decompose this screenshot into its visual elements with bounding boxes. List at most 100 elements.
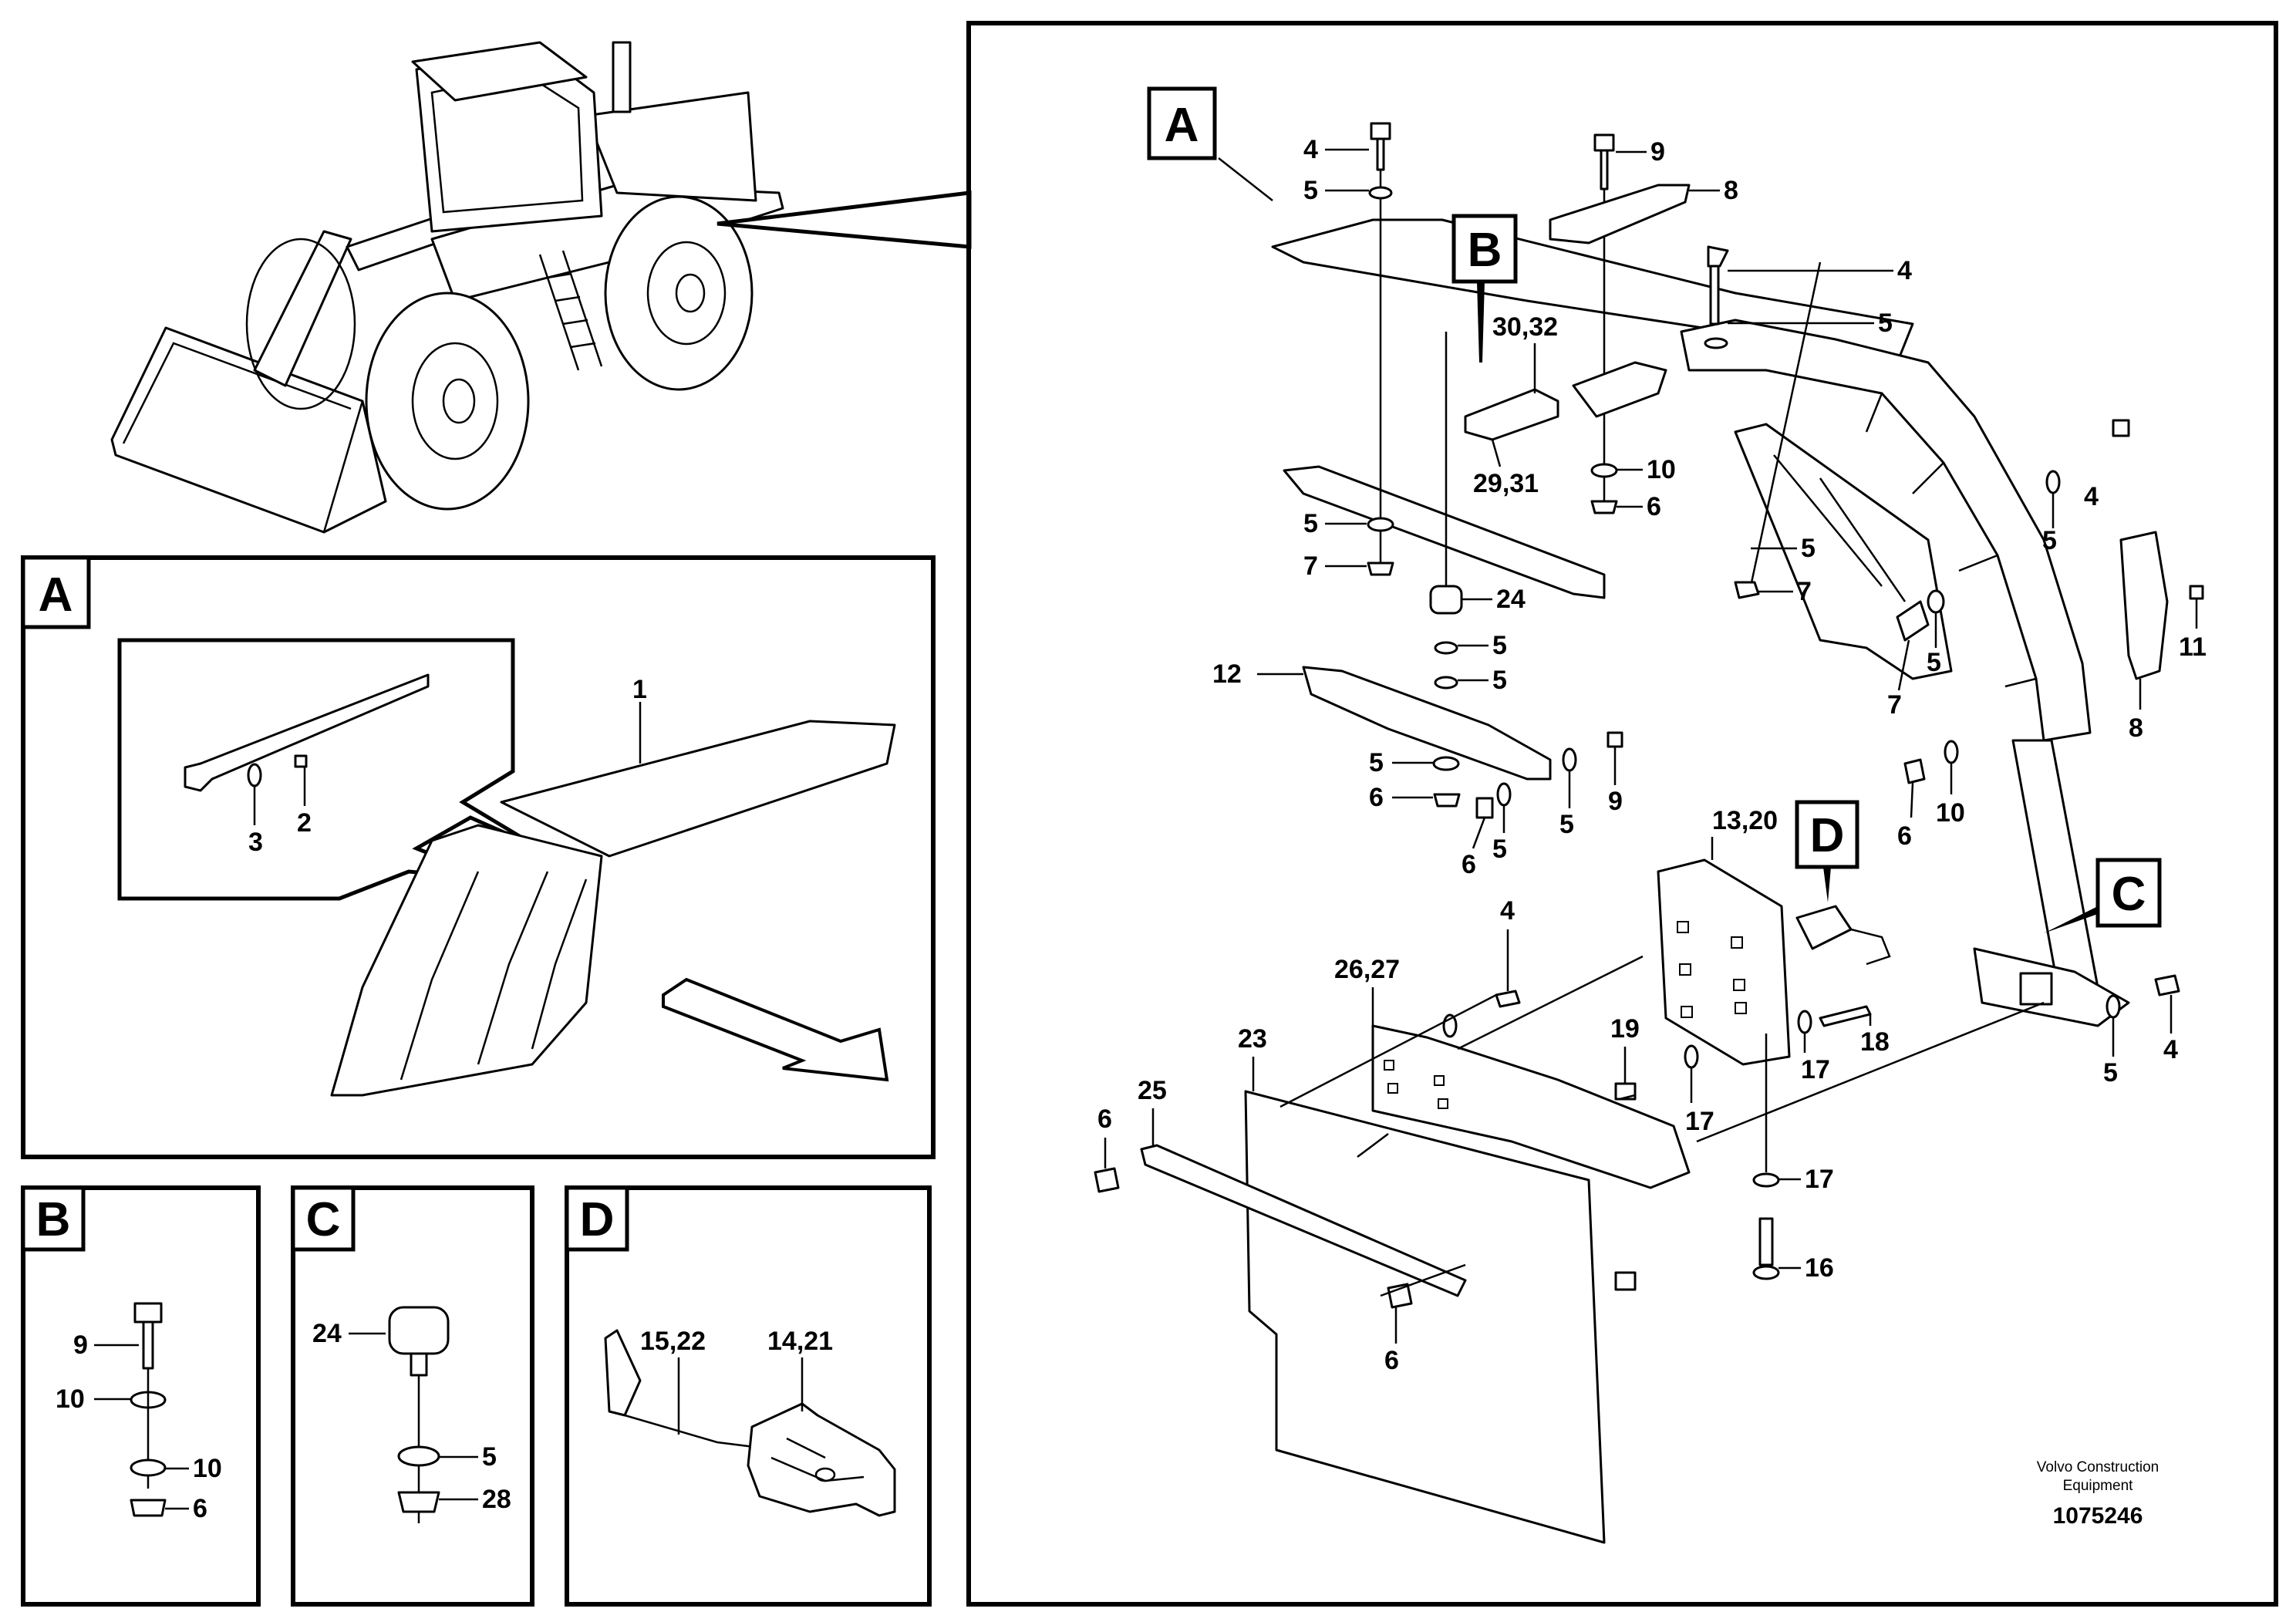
- bolt-4-top: [1368, 122, 1393, 200]
- main-frame: [966, 21, 2278, 1607]
- main-part-label: 5: [2042, 526, 2057, 555]
- latch-body: [747, 1402, 896, 1517]
- panel-b-frame: [21, 1185, 261, 1607]
- panel-a-inset: [117, 638, 541, 901]
- main-part-label: 4: [2084, 482, 2099, 511]
- footer: Volvo Construction Equipment 1075246: [2037, 1459, 2159, 1529]
- main-part-label: 7: [1303, 551, 1318, 581]
- main-part-label: 5: [1878, 309, 1893, 338]
- main-section-label: A: [1147, 86, 1273, 201]
- main-part-label: 4: [1303, 135, 1318, 164]
- main-part-label: 25: [1138, 1076, 1167, 1105]
- callout-b-letter: B: [1468, 224, 1502, 277]
- panel-a-part-label: 2: [297, 808, 312, 838]
- callout-c: C: [2044, 858, 2162, 933]
- latch-handle: [604, 1329, 642, 1417]
- bracket-plate-13-20: [1657, 858, 1791, 1066]
- main-part-label: 17: [1685, 1107, 1714, 1136]
- panel-b-part-label: 10: [56, 1384, 85, 1414]
- document-number: 1075246: [2053, 1503, 2143, 1529]
- panel-a-section-label: A: [21, 555, 91, 629]
- latch-8: [1549, 184, 1691, 244]
- main-part-label: 18: [1860, 1027, 1890, 1057]
- rail-12: [1302, 666, 1552, 781]
- panel-c-section-label: C: [291, 1185, 356, 1252]
- main-part-label: 5: [1303, 509, 1318, 538]
- main-part-label: 5: [1492, 835, 1507, 864]
- wheel-loader-illustration: [110, 41, 784, 534]
- panel-a-fender: [500, 720, 896, 858]
- main-part-label: 4: [1897, 256, 1912, 285]
- panel-c-part-label: 5: [482, 1442, 497, 1472]
- direction-arrow: [662, 977, 889, 1082]
- main-part-label: 6: [1462, 850, 1476, 879]
- main-part-label: 5: [1369, 748, 1384, 777]
- panel-b-section-label: B: [21, 1185, 86, 1252]
- main-part-label: 9: [1650, 137, 1665, 167]
- main-part-label: 26,27: [1334, 955, 1400, 984]
- brand-line-1: Volvo Construction: [2037, 1459, 2159, 1475]
- brand-line-2: Equipment: [2063, 1478, 2134, 1494]
- panel-d-part-label: 14,21: [767, 1327, 833, 1356]
- main-part-label: 6: [1384, 1346, 1399, 1375]
- main-part-label: 4: [1500, 896, 1515, 926]
- main-part-label: 5: [1559, 810, 1574, 839]
- callout-d: D: [1795, 800, 1859, 902]
- main-part-label: 17: [1805, 1165, 1834, 1194]
- main-part-label: 5: [2103, 1058, 2118, 1088]
- panel-c-part-label: 28: [482, 1485, 511, 1514]
- main-section-letter: A: [1165, 99, 1199, 152]
- main-part-label: 8: [1724, 176, 1738, 205]
- main-part-labels: 4 5 9 8 4 5 30,32 29,31 10 6 4 5 5 7 7 5…: [1097, 135, 2207, 1375]
- support-rail: [1283, 465, 1606, 599]
- panel-b-letter: B: [36, 1193, 71, 1246]
- main-part-label: 23: [1238, 1024, 1267, 1054]
- main-part-label: 7: [1797, 577, 1812, 606]
- main-part-label: 5: [1801, 534, 1816, 563]
- main-part-label: 5: [1303, 176, 1318, 205]
- main-part-label: 12: [1212, 659, 1242, 689]
- panel-d-frame: [565, 1185, 932, 1607]
- main-part-label: 5: [1492, 631, 1507, 660]
- main-part-label: 5: [1927, 648, 1941, 677]
- main-part-label: 29,31: [1473, 469, 1539, 498]
- bracket-26-27: [1371, 1024, 1691, 1189]
- callout-b: B: [1451, 214, 1518, 363]
- panel-c-frame: [291, 1185, 534, 1607]
- main-part-label: 19: [1610, 1014, 1640, 1044]
- panel-d-part-label: 15,22: [640, 1327, 706, 1356]
- main-part-label: 5: [1492, 666, 1507, 695]
- clamp-bar-25: [1140, 1144, 1467, 1297]
- bolt-9-top: [1593, 133, 1615, 191]
- main-part-label: 9: [1608, 787, 1623, 816]
- panel-c-letter: C: [306, 1193, 341, 1246]
- callout-d-letter: D: [1810, 809, 1845, 862]
- panel-b-part-label: 9: [73, 1330, 88, 1360]
- panel-a-frame: [21, 555, 936, 1159]
- main-part-label: 7: [1887, 690, 1902, 720]
- panel-b-part-label: 6: [193, 1494, 207, 1523]
- panel-a-part-label: 3: [248, 828, 263, 857]
- main-part-label: 10: [1647, 455, 1676, 484]
- rubber-buffer: [388, 1306, 450, 1355]
- main-part-label: 6: [1647, 492, 1661, 521]
- callout-c-letter: C: [2112, 868, 2146, 921]
- main-part-label: 24: [1496, 585, 1526, 614]
- guard-arch-tube: [1680, 319, 2092, 742]
- panel-d-section-label: D: [565, 1185, 629, 1252]
- main-part-label: 17: [1801, 1055, 1830, 1084]
- main-part-label: 8: [2129, 713, 2143, 743]
- main-part-label: 13,20: [1712, 806, 1778, 835]
- main-part-label: 6: [1097, 1104, 1112, 1134]
- main-part-label: 30,32: [1492, 312, 1558, 342]
- main-part-label: 16: [1805, 1253, 1834, 1283]
- panel-c-part-label: 24: [312, 1319, 342, 1348]
- panel-a-letter: A: [39, 568, 73, 622]
- panel-b-part-label: 10: [193, 1454, 222, 1483]
- main-part-label: 6: [1897, 821, 1912, 851]
- mud-flap: [1244, 1090, 1606, 1544]
- panel-a-part-label: 1: [632, 675, 647, 704]
- panel-d-letter: D: [580, 1193, 615, 1246]
- main-part-label: 6: [1369, 783, 1384, 812]
